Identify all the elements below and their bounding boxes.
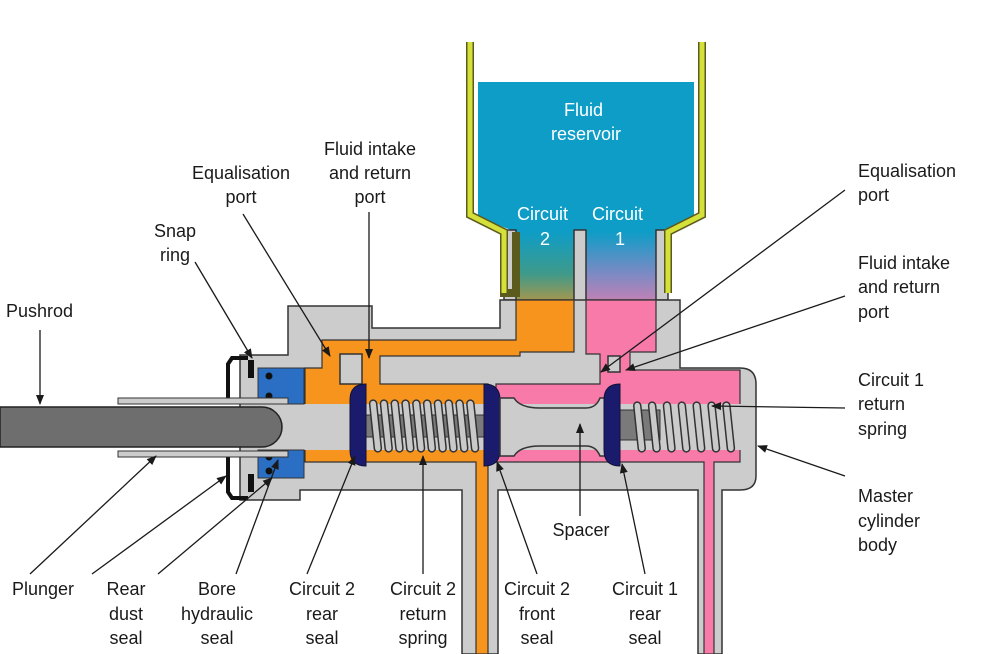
reservoir-fluid — [478, 82, 694, 217]
leader-lines — [29, 189, 846, 575]
spring-coil — [433, 399, 447, 453]
circuit-1-return-spring — [633, 401, 736, 453]
spring-coil — [379, 399, 393, 453]
spring-coil — [692, 401, 706, 453]
label-pushrod: Pushrod — [6, 301, 73, 321]
reservoir-circuit-2-label: Circuit 2 — [517, 204, 573, 249]
spring-coil — [455, 399, 469, 453]
spring-coil — [647, 401, 661, 453]
spring-coil — [401, 399, 415, 453]
reservoir-title: Fluid reservoir — [551, 100, 621, 144]
circuit-2-return-spring — [368, 399, 480, 453]
spring-coil — [633, 401, 646, 453]
circuit-2-rear-seal — [349, 383, 367, 467]
spring-coil — [466, 399, 480, 453]
circuit-2-piston — [349, 383, 613, 467]
spring-coil — [422, 399, 437, 453]
pushrod — [0, 406, 283, 448]
master-cylinder-body — [239, 299, 757, 654]
spring-coil — [662, 401, 676, 453]
circuit-1-piston — [603, 383, 736, 467]
spring-coil — [677, 401, 691, 453]
label-spacer: Spacer — [552, 520, 609, 540]
fluid-reservoir: Fluid reservoir Circuit 2 Circuit 1 — [466, 42, 706, 353]
circuit-1-rear-seal — [603, 383, 621, 467]
plunger — [117, 397, 289, 405]
rear-dust-seal — [226, 356, 254, 500]
spring-coil — [722, 401, 736, 453]
spring-coil — [368, 399, 383, 453]
snap-ring — [248, 360, 254, 378]
reservoir-circuit-1-label: Circuit 1 — [592, 204, 648, 249]
label-plunger: Plunger — [12, 579, 74, 599]
spring-coil — [390, 399, 404, 453]
spring-coil — [444, 399, 458, 453]
circuit-2-front-seal — [483, 383, 501, 467]
spring-coil — [412, 399, 426, 453]
